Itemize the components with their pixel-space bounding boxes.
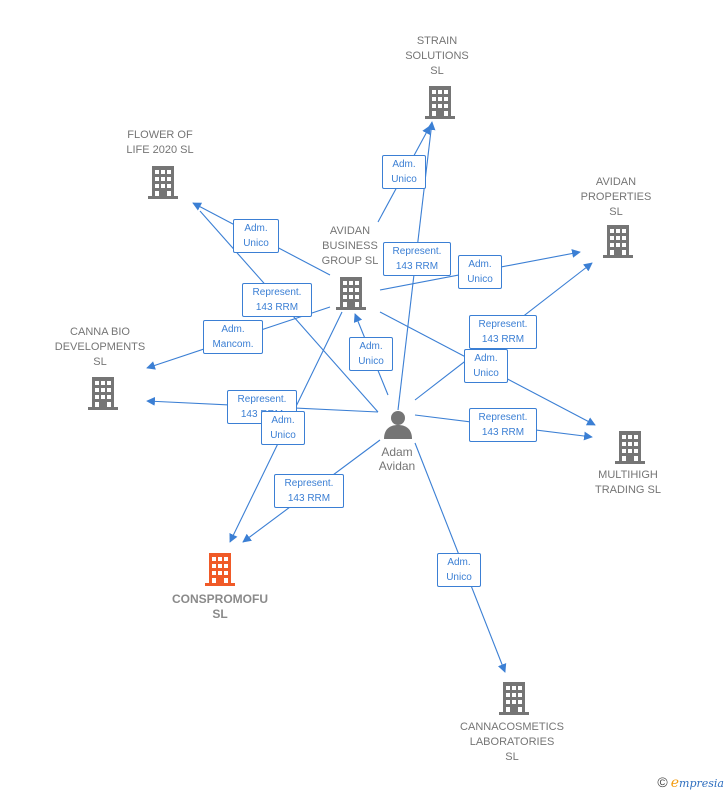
edge-label: Adm. Unico [437, 553, 481, 587]
person-name-label[interactable]: Adam Avidan [378, 445, 416, 473]
brand-name: mpresia [679, 777, 724, 790]
edge-label: Represent. 143 RRM [469, 408, 537, 442]
company-multihigh-label[interactable]: MULTIHIGH TRADING SL [594, 469, 661, 496]
copyright-icon: © [657, 774, 668, 790]
edge-label: Adm. Unico [233, 219, 279, 253]
company-flower-label[interactable]: FLOWER OF LIFE 2020 SL [126, 129, 194, 156]
company-avidan-business-label[interactable]: AVIDAN BUSINESS GROUP SL [321, 225, 379, 267]
empresia-watermark[interactable]: ©empresia [657, 774, 724, 791]
edge-label: Adm. Unico [261, 411, 305, 445]
edge-label: Represent. 143 RRM [274, 474, 344, 508]
edge-label: Represent. 143 RRM [469, 315, 537, 349]
conspromofu-building-icon [205, 553, 235, 586]
edge-label: Adm. Unico [349, 337, 393, 371]
company-conspromofu-label[interactable]: CONSPROMOFU SL [172, 592, 268, 621]
cannacosmetics-building-icon [499, 682, 529, 715]
edge-label: Adm. Unico [458, 255, 502, 289]
avidan-business-building-icon [336, 277, 366, 310]
edge-label: Adm. Unico [382, 155, 426, 189]
company-cannacosmetics-label[interactable]: CANNACOSMETICS LABORATORIES SL [460, 721, 564, 763]
avidan-properties-building-icon [603, 225, 633, 258]
strain-building-icon [425, 86, 455, 119]
edge-label: Adm. Mancom. [203, 320, 263, 354]
company-canna-bio-label[interactable]: CANNA BIO DEVELOPMENTS SL [54, 326, 146, 368]
edge-label: Represent. 143 RRM [383, 242, 451, 276]
multihigh-building-icon [615, 431, 645, 464]
person-icon [384, 411, 412, 439]
company-avidan-properties-label[interactable]: AVIDAN PROPERTIES SL [580, 176, 652, 218]
flower-building-icon [148, 166, 178, 199]
edge-label: Adm. Unico [464, 349, 508, 383]
brand-initial: e [670, 775, 680, 791]
edge-label: Represent. 143 RRM [242, 283, 312, 317]
canna-bio-building-icon [88, 377, 118, 410]
company-strain-label[interactable]: STRAIN SOLUTIONS SL [405, 35, 469, 77]
